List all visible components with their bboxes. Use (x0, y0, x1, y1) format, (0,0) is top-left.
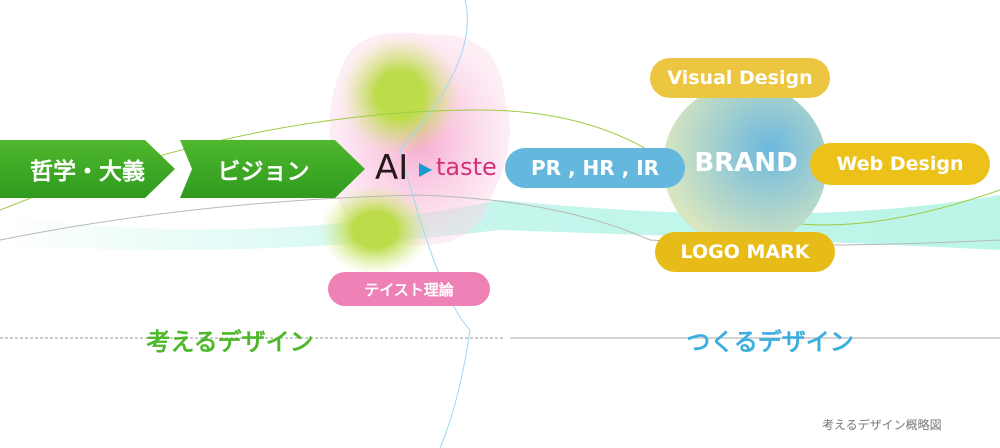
pr-hr-ir-pill: PR , HR , IR (505, 148, 685, 188)
step-label: 哲学・大義 (30, 159, 145, 185)
logo-mark-pill: LOGO MARK (655, 232, 835, 272)
make-design-label: つくるデザイン (686, 328, 854, 356)
caption: 考えるデザイン概略図 (822, 418, 942, 432)
taste-theory-pill: テイスト理論 (328, 272, 490, 306)
step-philosophy: 哲学・大義 (0, 140, 175, 198)
brand-label: BRAND (694, 148, 798, 178)
play-arrow-icon (419, 163, 432, 177)
green-blob-top (340, 35, 460, 155)
green-blob-bottom (320, 185, 430, 275)
taste-label: taste (436, 153, 497, 181)
web-design-pill: Web Design (810, 143, 990, 185)
visual-design-pill: Visual Design (650, 58, 830, 98)
brand-circle (663, 83, 827, 247)
ai-label: AI (375, 148, 409, 188)
mint-band (0, 195, 1000, 250)
think-design-label: 考えるデザイン (146, 328, 314, 356)
step-label: ビジョン (217, 159, 310, 185)
step-vision: ビジョン (180, 140, 365, 198)
